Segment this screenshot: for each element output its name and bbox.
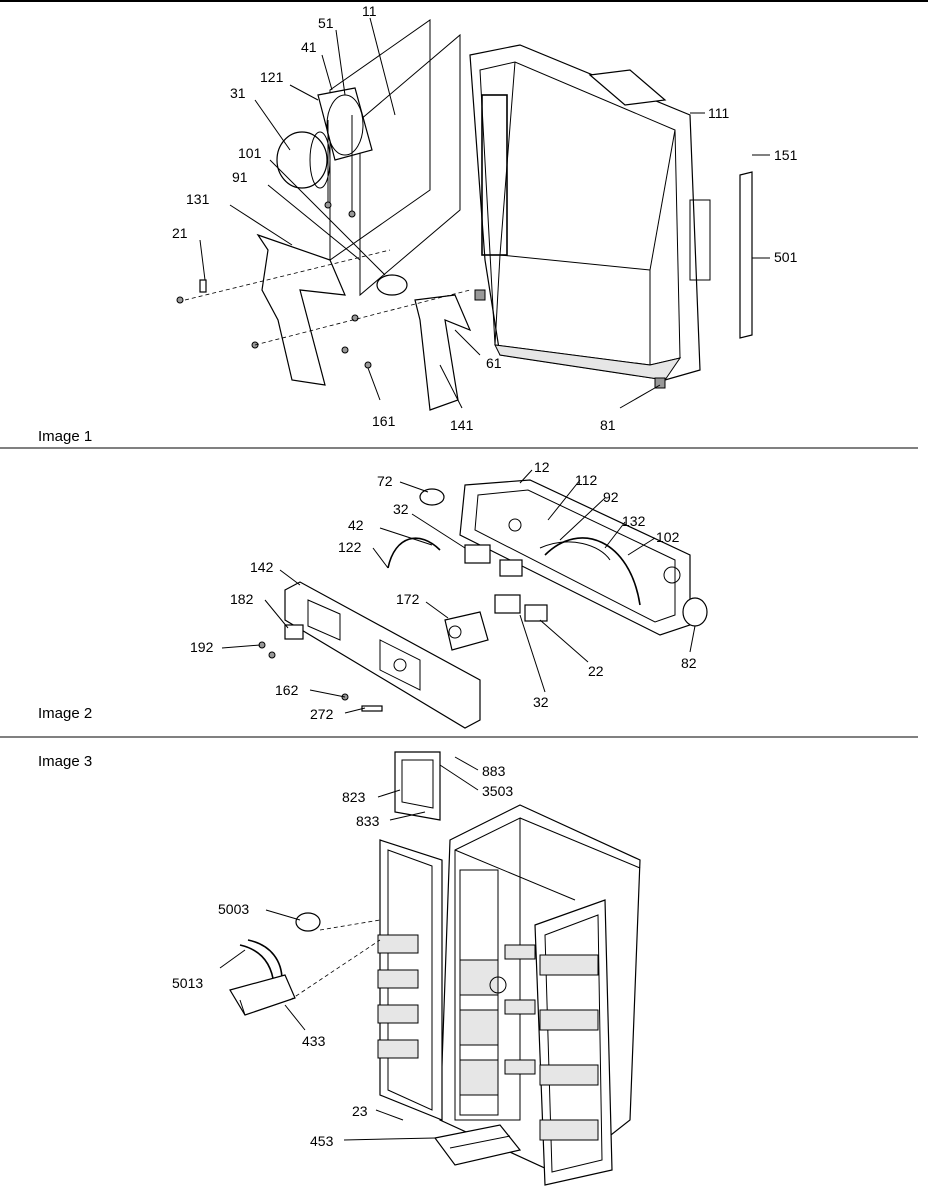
callout-61: 61 <box>486 355 502 371</box>
callout-453: 453 <box>310 1133 334 1149</box>
callout-41: 41 <box>301 39 317 55</box>
callout-111: 111 <box>708 105 729 121</box>
callout-501: 501 <box>774 249 798 265</box>
callout-11: 11 <box>362 3 377 19</box>
callout-142: 142 <box>250 559 274 575</box>
callout-121: 121 <box>260 69 284 85</box>
callout-131: 131 <box>186 191 210 207</box>
callout-192: 192 <box>190 639 214 655</box>
callout-182: 182 <box>230 591 254 607</box>
callout-31: 31 <box>230 85 246 101</box>
callout-32-bottom: 32 <box>533 694 549 710</box>
callout-5013: 5013 <box>172 975 203 991</box>
callout-162: 162 <box>275 682 299 698</box>
callout-151: 151 <box>774 147 798 163</box>
callout-823: 823 <box>342 789 366 805</box>
panel-1-caption: Image 1 <box>38 428 92 445</box>
panel-2-drawing <box>258 479 708 729</box>
callout-5003: 5003 <box>218 901 249 917</box>
callout-12: 12 <box>534 459 550 475</box>
panel-1-leaders <box>199 17 770 409</box>
panel-3-leaders <box>219 756 479 1141</box>
callout-92: 92 <box>603 489 619 505</box>
callout-23: 23 <box>352 1103 368 1119</box>
callout-141: 141 <box>450 417 474 433</box>
callout-272: 272 <box>310 706 334 722</box>
callout-32-top: 32 <box>393 501 409 517</box>
callout-91: 91 <box>232 169 248 185</box>
callout-172: 172 <box>396 591 420 607</box>
panel-3-drawing <box>229 751 641 1186</box>
callout-883: 883 <box>482 763 506 779</box>
panel-2-leaders <box>221 469 696 714</box>
callout-82: 82 <box>681 655 697 671</box>
callout-833: 833 <box>356 813 380 829</box>
callout-112: 112 <box>575 472 598 488</box>
panel-3-caption: Image 3 <box>38 753 92 770</box>
callout-72: 72 <box>377 473 393 489</box>
panel-2-caption: Image 2 <box>38 705 92 722</box>
callout-102: 102 <box>656 529 680 545</box>
callout-51: 51 <box>318 15 334 31</box>
callout-3503: 3503 <box>482 783 513 799</box>
callout-21: 21 <box>172 225 188 241</box>
callout-81: 81 <box>600 417 616 433</box>
callout-42: 42 <box>348 517 364 533</box>
callout-161: 161 <box>372 413 396 429</box>
panel-1-drawing <box>176 19 753 411</box>
callout-433: 433 <box>302 1033 326 1049</box>
callout-132: 132 <box>622 513 646 529</box>
callout-22: 22 <box>588 663 604 679</box>
callout-101: 101 <box>238 145 262 161</box>
callout-122: 122 <box>338 539 362 555</box>
